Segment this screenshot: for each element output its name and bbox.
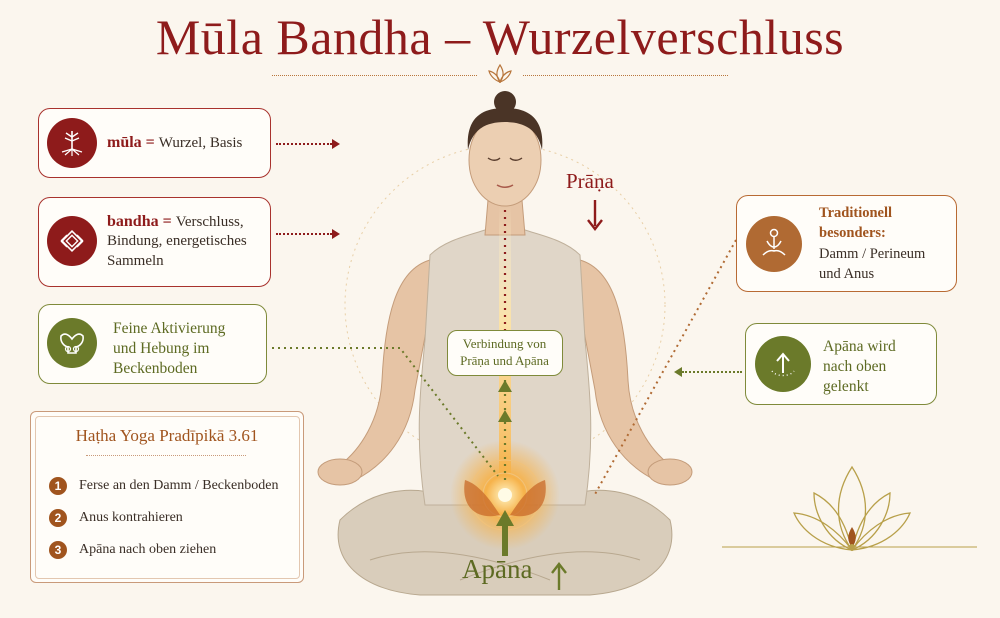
bandha-definition-2: Bindung, energetisches — [107, 233, 247, 249]
bandha-connector-arrowhead — [332, 229, 340, 239]
traditional-line2: besonders: — [819, 225, 886, 241]
hatha-title-divider — [86, 455, 246, 456]
hatha-inner-frame — [35, 416, 300, 579]
tree-root-icon — [47, 118, 97, 168]
mula-definition: Wurzel, Basis — [158, 135, 243, 151]
apana-label: Apāna — [462, 554, 533, 584]
traditional-line4: und Anus — [819, 266, 875, 282]
prana-down-arrow-icon — [587, 200, 603, 231]
title-divider-right — [523, 75, 728, 76]
pelvic-line3: Beckenboden — [113, 360, 198, 377]
bandha-term: bandha — [107, 213, 159, 230]
apana-up-arrow-icon — [551, 562, 567, 590]
traditional-line1: Traditionell — [819, 205, 893, 221]
step-number-1: 1 — [49, 477, 67, 495]
upward-arrow-icon — [755, 336, 811, 392]
connection-line1: Verbindung von — [462, 336, 547, 351]
connection-card: Verbindung von Prāṇa und Apāna — [447, 330, 563, 376]
mula-card: mūla = Wurzel, Basis — [38, 108, 271, 178]
traditional-line3: Damm / Perineum — [819, 246, 926, 262]
bandha-separator: = — [158, 213, 176, 230]
mula-connector-arrowhead — [332, 139, 340, 149]
page-title: Mūla Bandha – Wurzelverschluss — [155, 9, 845, 65]
apana-upward-connector-arrowhead — [674, 367, 682, 377]
meditating-figure-icon — [746, 216, 802, 272]
meditating-figure-illustration — [317, 91, 693, 596]
bandha-card: bandha = Verschluss, Bindung, energetisc… — [38, 197, 271, 287]
step-text-2: Anus kontrahieren — [79, 510, 183, 525]
mula-separator: = — [141, 134, 159, 151]
apana-upward-line2: nach oben — [823, 358, 887, 375]
traditional-connector — [593, 239, 737, 497]
prana-label: Prāṇa — [566, 169, 614, 193]
step-text-1: Ferse an den Damm / Beckenboden — [79, 478, 279, 493]
connection-line2: Prāṇa und Apāna — [460, 353, 549, 368]
title-divider-left — [272, 75, 477, 76]
step-number-3: 3 — [49, 541, 67, 559]
bandha-definition-3: Sammeln — [107, 253, 164, 269]
pelvic-connector — [272, 347, 499, 477]
hatha-yoga-box: Haṭha Yoga Pradīpikā 3.61 1 Ferse an den… — [30, 411, 304, 583]
mula-term: mūla — [107, 134, 142, 151]
pelvis-icon — [47, 318, 97, 368]
pelvic-line1: Feine Aktivierung — [113, 320, 226, 337]
traditional-card: Traditionell besonders: Damm / Perineum … — [736, 195, 957, 292]
bandha-connector — [276, 233, 332, 235]
pelvic-floor-card: Feine Aktivierung und Hebung im Beckenbo… — [38, 304, 267, 384]
bandha-definition-1: Verschluss, — [175, 214, 244, 230]
hatha-title: Haṭha Yoga Pradīpikā 3.61 — [75, 426, 259, 445]
apana-upward-connector — [682, 371, 742, 373]
title-lotus-icon — [488, 63, 512, 83]
step-number-2: 2 — [49, 509, 67, 527]
step-text-3: Apāna nach oben ziehen — [79, 542, 217, 557]
apana-upward-line3: gelenkt — [823, 378, 869, 395]
lotus-icon — [722, 465, 977, 552]
apana-upward-line1: Apāna wird — [823, 338, 896, 355]
mula-connector — [276, 143, 332, 145]
apana-upward-card: Apāna wird nach oben gelenkt — [745, 323, 937, 405]
pelvic-line2: und Hebung im — [113, 340, 210, 357]
endless-knot-icon — [47, 216, 97, 266]
